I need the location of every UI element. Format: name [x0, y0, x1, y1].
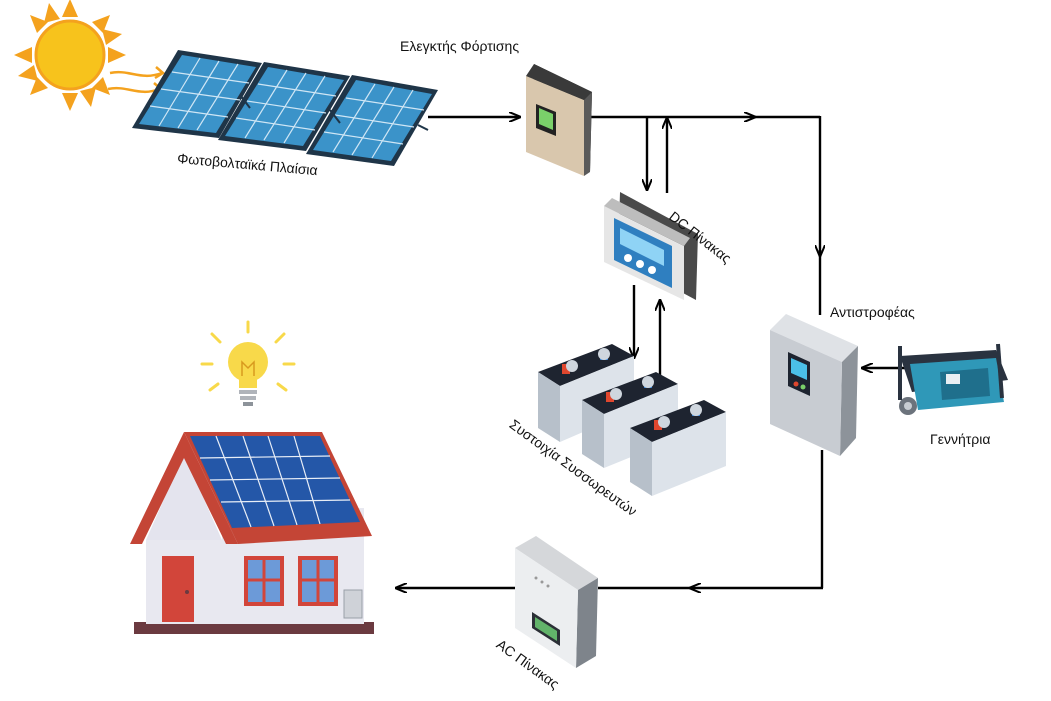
generator-label: Γεννήτρια	[930, 431, 991, 447]
charge-controller-icon	[526, 64, 592, 176]
charge-controller-label: Ελεγκτής Φόρτισης	[400, 38, 520, 54]
solar-panel-array	[132, 50, 438, 166]
battery-icon	[630, 400, 726, 496]
light-bulb-icon	[200, 320, 296, 406]
generator-icon	[898, 343, 1008, 415]
ac-panel-icon	[515, 536, 598, 668]
dc-panel-icon	[604, 192, 698, 300]
inverter-label: Αντιστροφέας	[830, 304, 915, 320]
battery-bank	[538, 344, 726, 496]
connection-lines	[396, 116, 905, 588]
solar-panel-icon	[218, 62, 350, 151]
inverter-icon	[770, 314, 858, 456]
solar-panel-icon	[132, 50, 262, 138]
house-icon	[130, 432, 374, 634]
sun-icon	[14, 0, 166, 111]
solar-panel-icon	[306, 75, 438, 166]
